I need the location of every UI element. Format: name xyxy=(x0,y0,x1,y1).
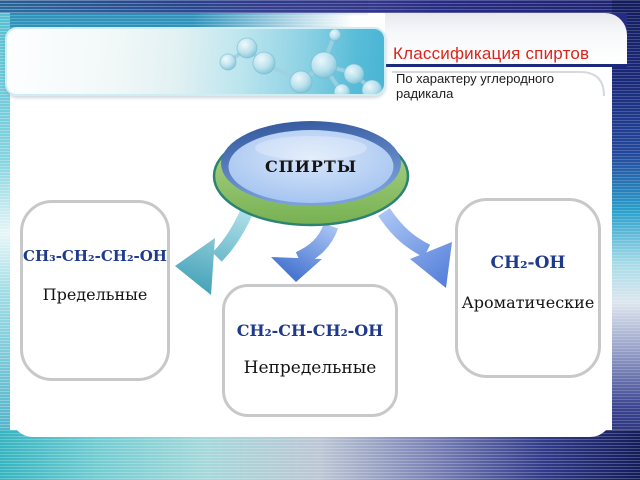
header-glass-panel xyxy=(5,27,386,96)
category-box-aromatic: CH₂-OH Ароматические xyxy=(455,198,601,378)
formula-saturated: CH₃-CH₂-CH₂-OH xyxy=(23,247,167,265)
formula-unsaturated: CH₂-CH-CH₂-OH xyxy=(236,321,384,340)
right-edge-stripe-bar xyxy=(612,0,640,480)
category-box-saturated: CH₃-CH₂-CH₂-OH Предельные xyxy=(20,200,170,381)
slide-title: Классификация спиртов xyxy=(393,44,590,63)
label-unsaturated: Непредельные xyxy=(243,358,377,378)
title-tab xyxy=(385,13,627,67)
label-aromatic: Ароматические xyxy=(461,293,595,312)
bottom-stripe-band xyxy=(0,430,640,480)
formula-aromatic: CH₂-OH xyxy=(490,253,566,273)
left-edge-stripe-bar xyxy=(0,13,10,437)
category-box-unsaturated: CH₂-CH-CH₂-OH Непредельные xyxy=(222,284,398,417)
top-navy-stripe-band xyxy=(0,0,640,13)
molecule-icon xyxy=(219,29,383,94)
slide-subtitle: По характеру углеродного радикала xyxy=(396,71,554,101)
label-saturated: Предельные xyxy=(42,285,148,304)
